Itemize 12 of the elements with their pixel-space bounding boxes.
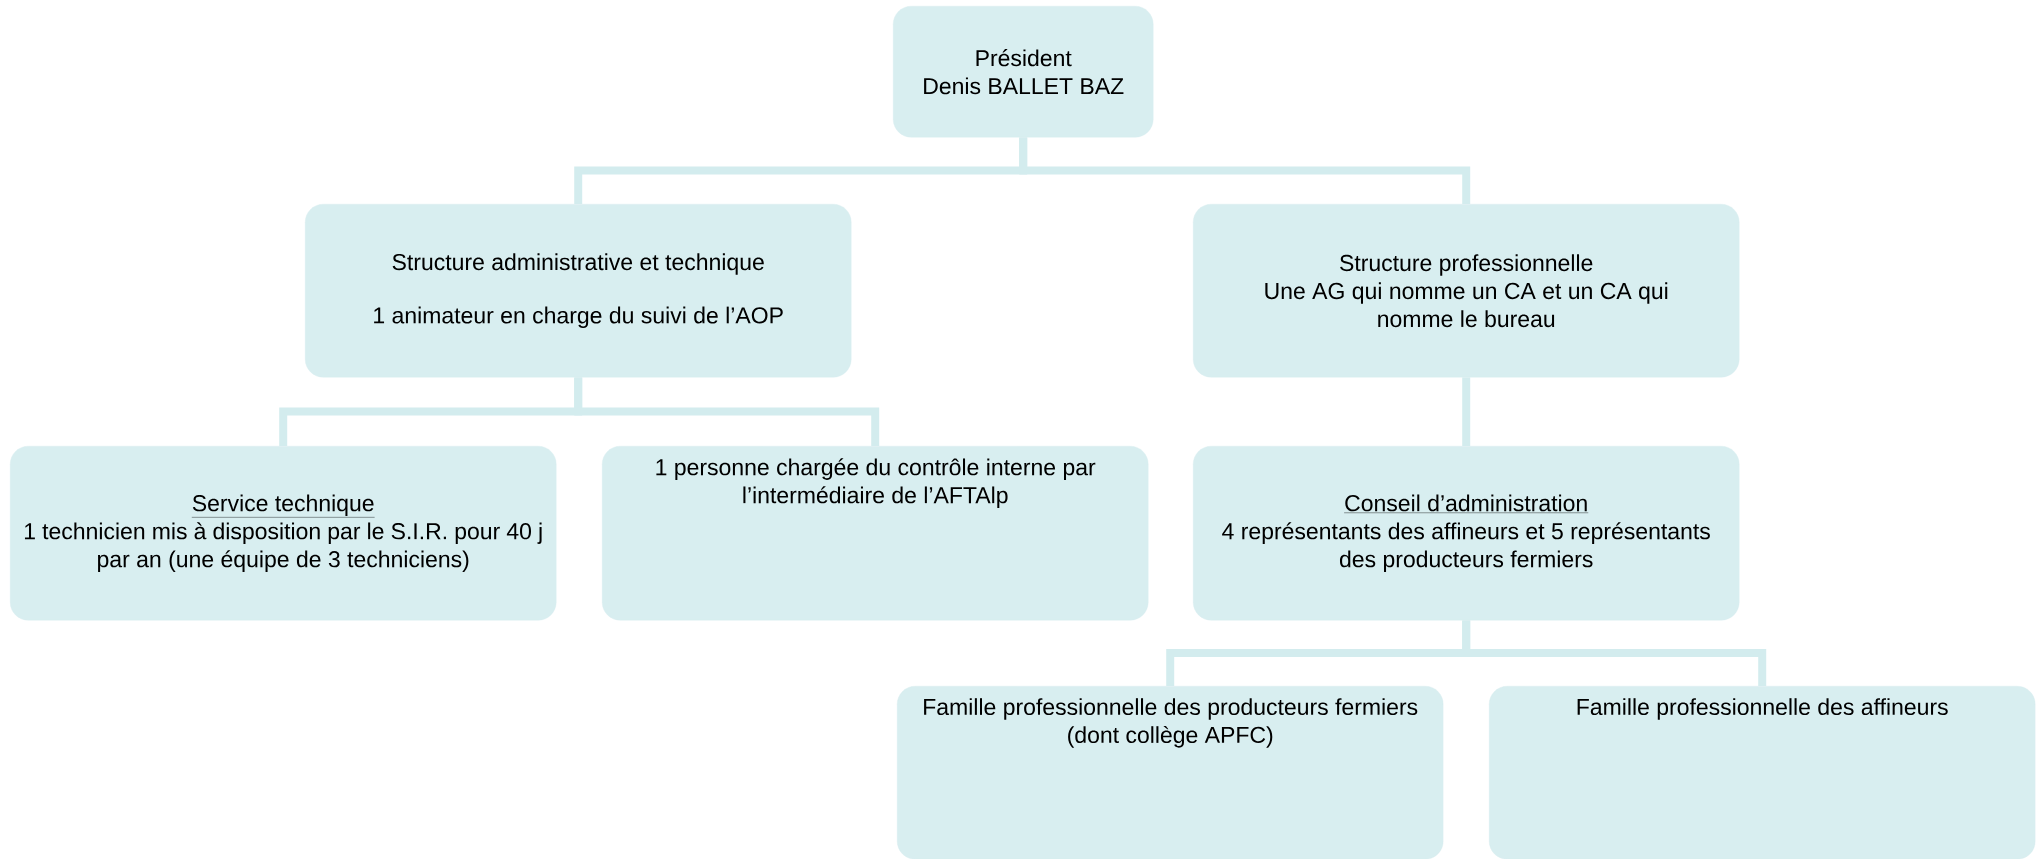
org-box: Structure administrative et technique 1 animateur en charge du suivi de l’AOP <box>305 204 852 378</box>
org-box: Famille professionnelle des producteurs fermiers (dont collège APFC) <box>897 686 1444 859</box>
connector-line <box>1019 137 1471 204</box>
connector-line <box>1462 377 1471 446</box>
org-box: 1 personne chargée du contrôle interne par l’intermédiaire de l’AFTAlp <box>602 446 1149 621</box>
org-box: Service technique 1 technicien mis à disposition par le S.I.R. pour 40 j par an (une équipe de 3 techniciens) <box>10 446 557 621</box>
org-box: Famille professionnelle des affineurs <box>1489 686 2036 859</box>
connector-line <box>1462 620 1767 686</box>
org-box: Structure professionnelle Une AG qui nomme un CA et un CA qui nomme le bureau <box>1193 204 1740 378</box>
org-box: Conseil d’administration 4 représentants des affineurs et 5 représentants des producteurs fermiers <box>1193 446 1740 621</box>
connector-line <box>574 377 880 446</box>
role-box: Président Denis BALLET BAZ <box>893 6 1154 138</box>
